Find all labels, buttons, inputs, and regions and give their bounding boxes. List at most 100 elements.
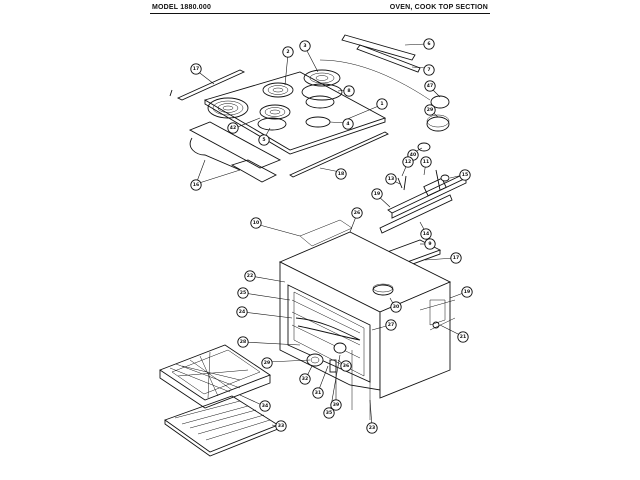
callout-number: 28 <box>240 339 246 345</box>
cooktop-assembly <box>169 34 450 183</box>
callout-15: 15 <box>459 169 471 181</box>
callout-circle <box>402 156 414 168</box>
callout-circle <box>423 38 435 50</box>
callout-12: 12 <box>402 156 414 168</box>
callout-3: 3 <box>299 40 311 52</box>
callout-circle <box>250 217 262 229</box>
callout-7: 7 <box>423 64 435 76</box>
callout-21: 21 <box>457 331 469 343</box>
callout-circle <box>330 399 342 411</box>
callout-number: 47 <box>427 83 433 89</box>
callout-number: 22 <box>247 273 253 279</box>
drip-pan-right <box>305 95 335 109</box>
callout-number: 6 <box>427 41 430 47</box>
trim-strip-rear <box>176 69 246 101</box>
callout-number: 17 <box>453 255 459 261</box>
callout-16: 16 <box>190 179 202 191</box>
callout-circle <box>261 357 273 369</box>
callout-number: 30 <box>393 304 399 310</box>
callout-number: 2 <box>286 49 289 55</box>
callout-circle <box>342 118 354 130</box>
callout-circle <box>190 63 202 75</box>
callout-circle <box>461 286 473 298</box>
callout-number: 23 <box>369 425 375 431</box>
callout-number: 12 <box>405 159 411 165</box>
callout-circle <box>312 387 324 399</box>
callout-number: 31 <box>315 390 321 396</box>
callout-circle <box>457 331 469 343</box>
callout-circle <box>420 156 432 168</box>
callout-35: 35 <box>323 407 335 419</box>
callout-17b: 17 <box>450 252 462 264</box>
trim-strip-front <box>289 131 389 178</box>
callout-number: 19 <box>464 289 470 295</box>
callout-27: 27 <box>385 319 397 331</box>
callout-13: 13 <box>385 173 397 185</box>
callout-9: 9 <box>424 238 436 250</box>
callout-number: 8 <box>347 88 350 94</box>
drip-pan <box>257 117 287 131</box>
callout-6: 6 <box>423 38 435 50</box>
callout-circle <box>282 46 294 58</box>
callout-25: 25 <box>237 287 249 299</box>
callout-circle <box>390 301 402 313</box>
callout-10: 10 <box>250 217 262 229</box>
callout-number: 26 <box>354 210 360 216</box>
callout-24: 24 <box>236 306 248 318</box>
callout-circle <box>423 64 435 76</box>
rear-trim-lower <box>356 44 421 73</box>
callout-number: 25 <box>240 290 246 296</box>
callout-circle <box>227 122 239 134</box>
callout-29b: 29 <box>261 357 273 369</box>
callout-number: 32 <box>302 376 308 382</box>
callout-11: 11 <box>420 156 432 168</box>
callout-number: 5 <box>262 137 265 143</box>
callout-circle <box>366 422 378 434</box>
callout-circle <box>371 188 383 200</box>
callout-circle <box>343 85 355 97</box>
callout-number: 29 <box>264 360 270 366</box>
callout-5: 5 <box>258 134 270 146</box>
callout-circle <box>299 373 311 385</box>
callout-circle <box>259 400 271 412</box>
callout-circle <box>340 360 352 372</box>
callout-4: 4 <box>342 118 354 130</box>
callout-circle <box>424 238 436 250</box>
callout-8: 8 <box>343 85 355 97</box>
callout-circle <box>258 134 270 146</box>
callout-1: 1 <box>376 98 388 110</box>
callout-19b: 19 <box>461 286 473 298</box>
exploded-element <box>301 69 343 101</box>
callout-circle <box>459 169 471 181</box>
callout-28: 28 <box>237 336 249 348</box>
surface-element-left-rear <box>207 97 249 119</box>
callout-18: 18 <box>335 168 347 180</box>
callout-2: 2 <box>282 46 294 58</box>
callout-circle <box>275 420 287 432</box>
callout-33: 33 <box>275 420 287 432</box>
callout-number: 17 <box>193 66 199 72</box>
callout-circle <box>424 80 436 92</box>
callout-number: 1 <box>380 101 383 107</box>
bake-element <box>295 317 361 341</box>
callout-circle <box>376 98 388 110</box>
broiler-pan <box>159 344 271 409</box>
callout-number: 9 <box>428 241 431 247</box>
vent-cap <box>372 284 394 296</box>
callout-number: 4 <box>346 121 349 127</box>
callout-29: 29 <box>424 104 436 116</box>
callout-number: 13 <box>388 176 394 182</box>
callout-number: 21 <box>460 334 466 340</box>
callout-number: 10 <box>253 220 259 226</box>
model-number: MODEL 1880.000 <box>152 4 212 11</box>
callout-14: 14 <box>420 228 432 240</box>
surface-element-front-center <box>259 104 291 120</box>
callout-circle <box>236 306 248 318</box>
callout-number: 3 <box>303 43 306 49</box>
callout-number: 39 <box>333 402 339 408</box>
callout-circle <box>244 270 256 282</box>
callout-number: 7 <box>427 67 430 73</box>
callout-42: 42 <box>227 122 239 134</box>
